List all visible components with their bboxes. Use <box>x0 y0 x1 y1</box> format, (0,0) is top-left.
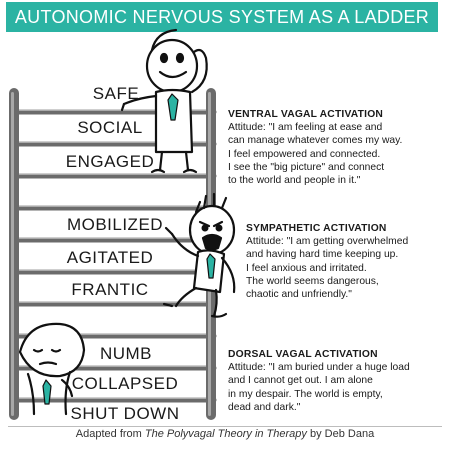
collapsed-figure-icon <box>18 322 86 416</box>
dorsal-heading: DORSAL VAGAL ACTIVATION <box>228 349 378 360</box>
level-label-agitated: AGITATED <box>66 248 154 267</box>
level-label-social: SOCIAL <box>77 118 143 137</box>
sympathetic-line: and having hard time keeping up. <box>246 249 399 261</box>
attribution: Adapted from The Polyvagal Theory in The… <box>0 428 450 440</box>
level-label-frantic: FRANTIC <box>71 280 149 299</box>
dorsal-line: and I cannot get out. I am alone <box>228 375 373 387</box>
sympathetic-line: Attitude: "I am getting overwhelmed <box>246 236 409 248</box>
ventral-description: VENTRAL VAGAL ACTIVATION Attitude: "I am… <box>228 108 446 187</box>
level-label-shut-down: SHUT DOWN <box>70 404 180 423</box>
ventral-line: I see the "big picture" and connect <box>228 161 385 173</box>
footer-divider <box>8 426 442 427</box>
sympathetic-heading: SYMPATHETIC ACTIVATION <box>246 223 387 234</box>
level-label-numb: NUMB <box>99 344 153 363</box>
attribution-suffix: by Deb Dana <box>306 428 375 440</box>
level-label-collapsed: COLLAPSED <box>71 374 179 393</box>
sympathetic-description: SYMPATHETIC ACTIVATION Attitude: "I am g… <box>246 222 446 301</box>
level-label-safe: SAFE <box>92 84 140 103</box>
ventral-line: can manage whatever comes my way. <box>228 135 403 147</box>
agitated-figure-icon <box>162 192 236 318</box>
level-label-engaged: ENGAGED <box>65 152 155 171</box>
dorsal-description: DORSAL VAGAL ACTIVATION Attitude: "I am … <box>228 348 446 414</box>
sympathetic-line: I feel anxious and irritated. <box>246 262 367 274</box>
dorsal-line: Attitude: "I am buried under a huge load <box>228 362 410 374</box>
ventral-line: Attitude: "I am feeling at ease and <box>228 122 383 134</box>
dorsal-line: dead and dark." <box>228 401 301 413</box>
level-label-mobilized: MOBILIZED <box>66 215 164 234</box>
attribution-book-title: The Polyvagal Theory in Therapy <box>144 428 307 440</box>
page-title: AUTONOMIC NERVOUS SYSTEM AS A LADDER <box>14 6 430 27</box>
sympathetic-line: chaotic and unfriendly." <box>246 289 352 301</box>
ventral-heading: VENTRAL VAGAL ACTIVATION <box>228 109 384 120</box>
ventral-line: to the world and people in it." <box>228 175 361 187</box>
dorsal-line: in my despair. The world is empty, <box>228 388 383 400</box>
attribution-prefix: Adapted from <box>75 428 145 440</box>
sympathetic-line: The world seems dangerous, <box>246 275 379 287</box>
title-bar-background <box>6 2 438 32</box>
ventral-line: I feel empowered and connected. <box>228 148 381 160</box>
calm-figure-icon <box>120 28 208 174</box>
